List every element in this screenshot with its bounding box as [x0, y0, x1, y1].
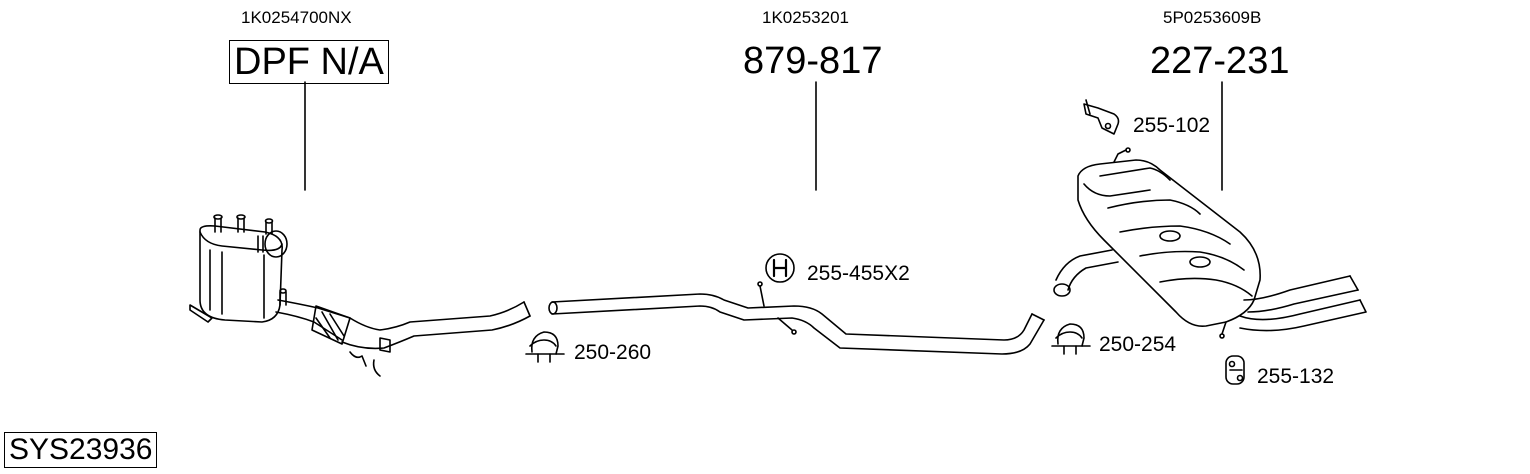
middle-pipe-drawing[interactable]	[548, 281, 1045, 355]
oe-number-dpf: 1K0254700NX	[241, 8, 352, 27]
accessory-label-250-254[interactable]: 250-254	[1099, 333, 1177, 356]
part-number-rear-silencer[interactable]: 227-231	[1150, 40, 1290, 82]
part-number-middle-pipe[interactable]: 879-817	[743, 40, 883, 82]
part-number-dpf[interactable]: DPF N/A	[229, 40, 389, 84]
clamp-icon[interactable]	[525, 331, 565, 363]
hanger-bracket-icon[interactable]	[1083, 99, 1120, 135]
accessory-label-250-260[interactable]: 250-260	[574, 341, 652, 364]
oe-number-rear-silencer: 5P0253609B	[1163, 8, 1262, 27]
accessory-label-255-132[interactable]: 255-132	[1257, 365, 1335, 388]
rubber-mount-icon[interactable]	[765, 253, 795, 283]
front-pipe-drawing[interactable]	[275, 299, 531, 377]
accessory-label-255-455x2[interactable]: 255-455X2	[807, 262, 910, 285]
dpf-unit-drawing[interactable]	[189, 214, 288, 323]
oe-number-middle-pipe: 1K0253201	[762, 8, 849, 27]
rear-silencer-drawing[interactable]	[1053, 147, 1367, 339]
system-code: SYS23936	[4, 432, 158, 468]
rubber-hanger-icon[interactable]	[1225, 355, 1245, 385]
clamp-icon-2[interactable]	[1051, 323, 1091, 355]
accessory-label-255-102[interactable]: 255-102	[1133, 114, 1211, 137]
